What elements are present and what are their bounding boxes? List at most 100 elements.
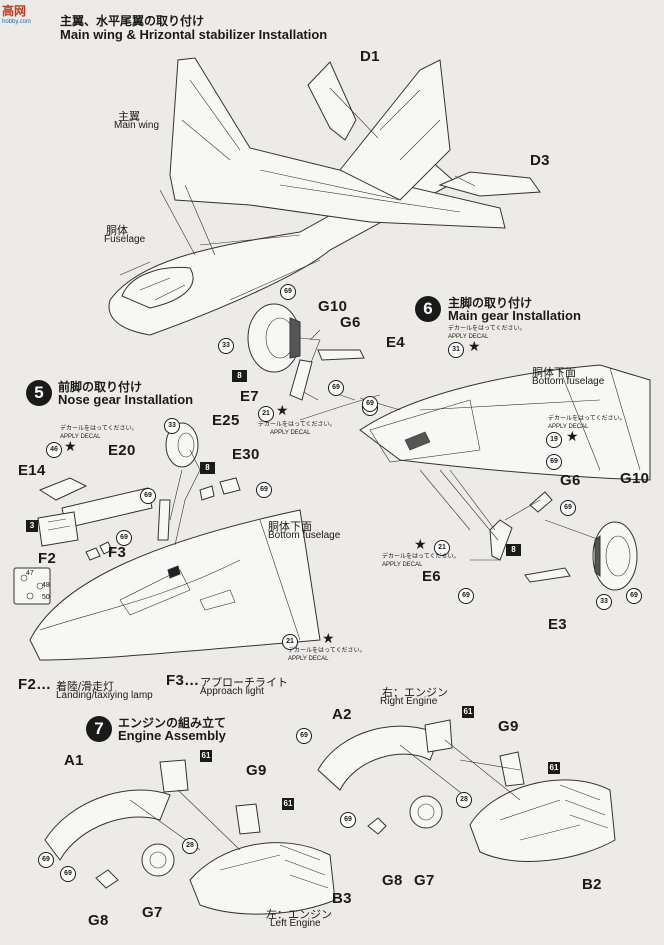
decal-apply-jp: デカールをはってください。: [382, 554, 460, 560]
step7-title-en: Engine Assembly: [118, 728, 226, 743]
decal-star-icon: ★: [566, 428, 579, 444]
step5-title-jp: 前脚の取り付け: [58, 380, 143, 394]
part-d3: D3: [530, 152, 550, 169]
color-69: 69: [458, 588, 474, 604]
label-main-wing-en: Main wing: [114, 120, 160, 131]
decal-apply-jp: デカールをはってください。: [448, 326, 526, 332]
decal-21: 21: [434, 540, 450, 556]
part-f2: F2: [38, 550, 57, 567]
part-e14: E14: [18, 462, 46, 479]
legend-f2-en: Landing/taxiying lamp: [56, 690, 153, 701]
decal-31: 31: [448, 342, 464, 358]
label-right-engine-jp: 右：エンジン: [382, 687, 448, 699]
part-g6-right: G6: [560, 472, 581, 489]
decal-apply-en: APPLY DECAL: [448, 334, 489, 340]
engine-b3: [189, 842, 336, 915]
part-a1: A1: [64, 752, 84, 769]
legend-f3-en: Approach light: [200, 686, 264, 697]
label-bottom-fuselage-en: Bottom fuselage: [268, 530, 341, 541]
step6-title-en: Main gear Installation: [448, 308, 581, 323]
vertical-tail: [339, 59, 451, 201]
part-e30: E30: [232, 446, 260, 463]
legend-f3: F3…: [166, 672, 200, 689]
color-69: 69: [546, 454, 562, 470]
color-61: 61: [282, 798, 294, 810]
decal-apply-jp: デカールをはってください。: [60, 426, 138, 432]
legend-f2-jp: 着陸/滑走灯: [56, 681, 115, 693]
decal-apply-jp: デカールをはってください。: [258, 422, 336, 428]
decal-50: 50: [42, 594, 50, 601]
label-fuselage-en: Fuselage: [104, 234, 146, 245]
stabilizer-d3: [438, 171, 541, 197]
legend-f3-jp: アプローチライト: [200, 677, 288, 689]
decal-19: 19: [546, 432, 562, 448]
decal-star-icon: ★: [276, 402, 289, 418]
step7-title-jp: エンジンの組み立て: [118, 716, 227, 730]
color-69: 69: [60, 866, 76, 882]
engine-cover-a1: [44, 789, 171, 861]
color-28: 28: [456, 792, 472, 808]
step7-number: 7: [86, 716, 112, 742]
color-69: 69: [340, 812, 356, 828]
part-e7: E7: [240, 388, 259, 405]
color-69: 69: [280, 284, 296, 300]
decal-star-icon: ★: [64, 438, 77, 454]
decal-apply-en: APPLY DECAL: [60, 434, 101, 440]
color-3: 3: [26, 520, 38, 532]
part-g9-left: G9: [246, 762, 267, 779]
color-61: 61: [548, 762, 560, 774]
decal-46: 46: [46, 442, 62, 458]
part-g7-left: G7: [142, 904, 163, 921]
decal-21: 21: [282, 634, 298, 650]
part-f3: F3: [108, 544, 127, 561]
decal-apply-en: APPLY DECAL: [270, 430, 311, 436]
bottom-fuselage-right: [359, 364, 651, 481]
color-69: 69: [362, 396, 378, 412]
label-bottom-fuselage-jp: 胴体下面: [268, 521, 312, 533]
color-28: 28: [182, 838, 198, 854]
part-a2: A2: [332, 706, 352, 723]
decal-47: 47: [26, 570, 34, 577]
part-b3: B3: [332, 890, 352, 907]
step6-number: 6: [415, 296, 441, 322]
decal-apply-jp: デカールをはってください。: [548, 416, 626, 422]
wheel-g10-right: [592, 521, 638, 591]
color-33: 33: [596, 594, 612, 610]
color-61: 61: [462, 706, 474, 718]
part-e4: E4: [386, 334, 405, 351]
step4-title-en: Main wing & Hrizontal stabilizer Install…: [60, 27, 328, 42]
decal-48: 48: [42, 582, 50, 589]
color-33: 33: [218, 338, 234, 354]
part-e6: E6: [422, 568, 441, 585]
part-e3: E3: [548, 616, 567, 633]
label-main-wing-jp: 主翼: [118, 111, 140, 123]
engine-cover-a2: [317, 725, 441, 791]
decal-star-icon: ★: [322, 630, 335, 646]
decal-star-icon: ★: [468, 338, 481, 354]
label-left-engine-en: Left Engine: [270, 918, 321, 929]
decal-apply-en: APPLY DECAL: [288, 656, 329, 662]
step4-title-jp: 主翼、水平尾翼の取り付け: [60, 14, 205, 28]
decal-apply-jp: デカールをはってください。: [288, 648, 366, 654]
color-69: 69: [328, 380, 344, 396]
decal-star-icon: ★: [414, 536, 427, 552]
color-69: 69: [116, 530, 132, 546]
label-left-engine-jp: 左：エンジン: [266, 909, 332, 921]
label-bottom-fuselage-en: Bottom fuselage: [532, 376, 605, 387]
step5-title-en: Nose gear Installation: [58, 392, 194, 407]
label-right-engine-en: Right Engine: [380, 696, 438, 707]
engine-b2: [469, 779, 616, 862]
part-d1: D1: [360, 48, 380, 65]
main-wing: [169, 57, 506, 229]
color-61: 61: [200, 750, 212, 762]
part-e20: E20: [108, 442, 136, 459]
step6-title-jp: 主脚の取り付け: [448, 296, 533, 310]
part-g6-top: G6: [340, 314, 361, 331]
part-g9-right: G9: [498, 718, 519, 735]
color-69: 69: [38, 852, 54, 868]
color-8: 8: [200, 462, 215, 474]
label-fuselage-jp: 胴体: [106, 225, 128, 237]
color-8: 8: [506, 544, 521, 556]
color-69: 69: [296, 728, 312, 744]
